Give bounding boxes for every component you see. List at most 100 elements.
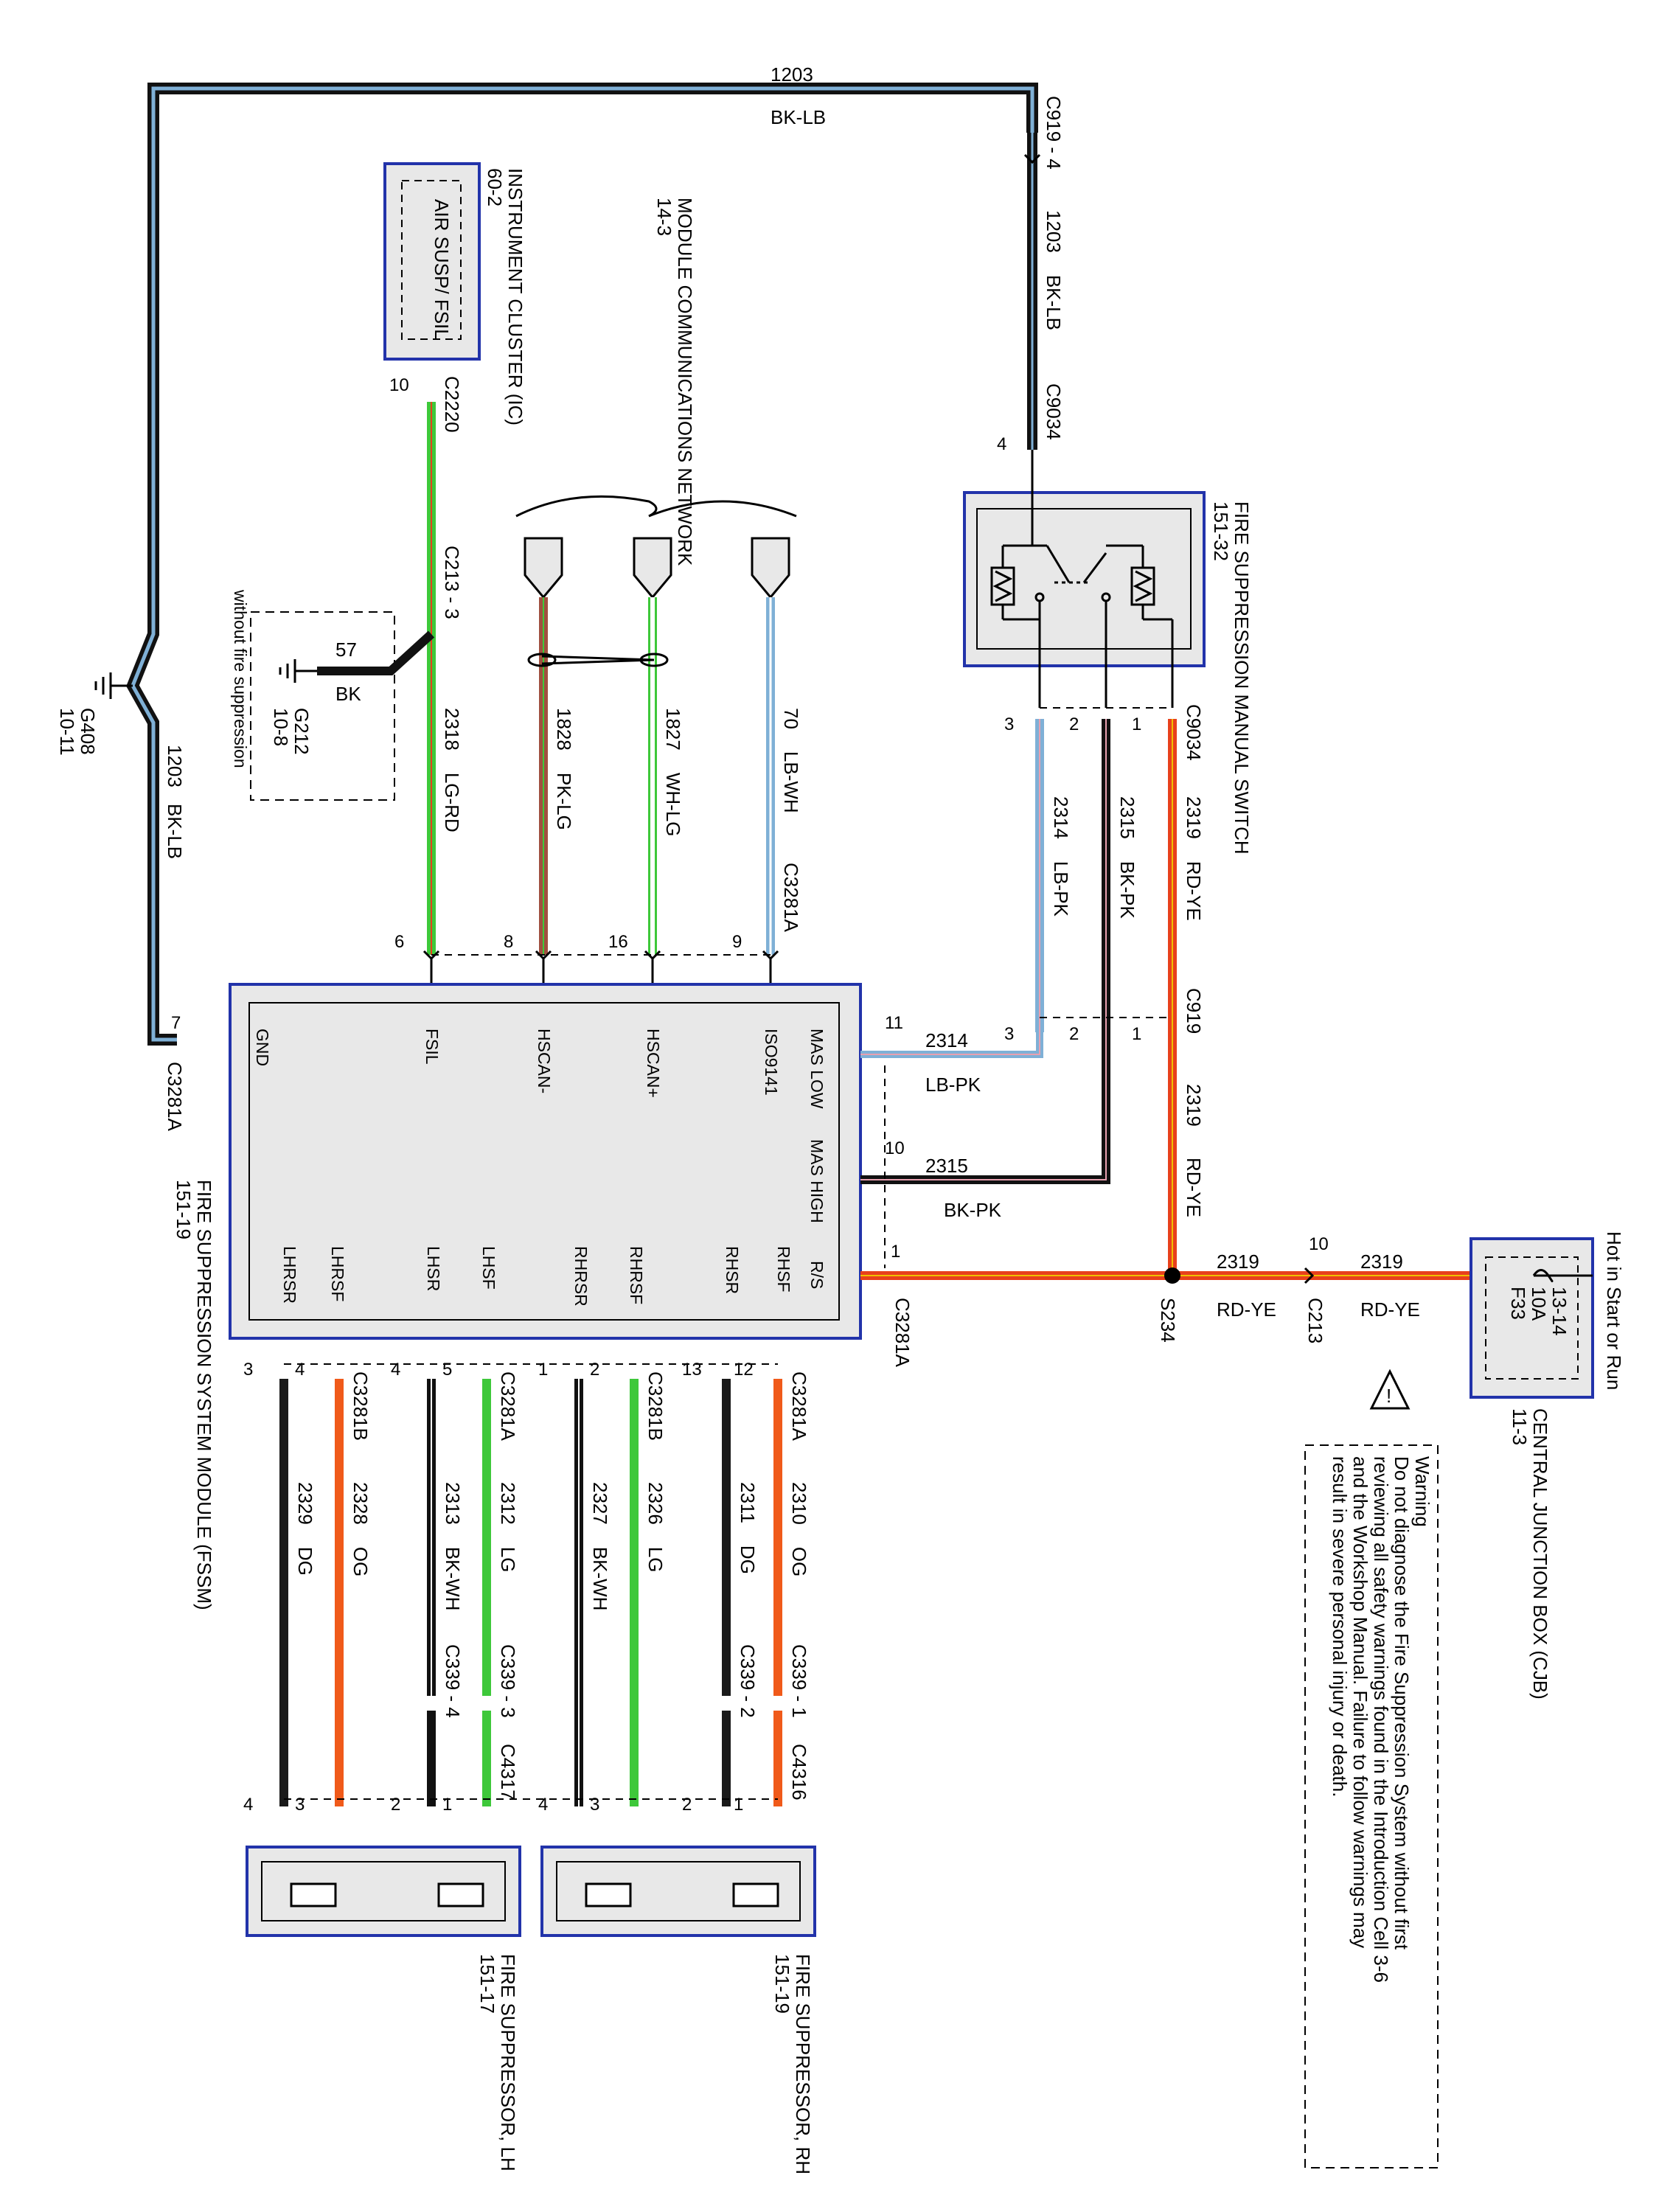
squib-rh-2-icon <box>732 1882 779 1907</box>
fssm-pin-lhsf: LHSF <box>479 1246 498 1290</box>
lower-wire-2312-label: 2312LG <box>497 1482 519 1573</box>
wire-1203-top <box>126 83 1038 1046</box>
lower-conn-c3281a-a: C3281A <box>497 1371 519 1441</box>
c9034-top-label: C9034 <box>1043 383 1065 440</box>
suppressor-rh-ref: 151-19 <box>771 1954 793 2014</box>
pin-9: 9 <box>732 932 742 952</box>
mas-high-pin: 10 <box>885 1138 905 1158</box>
lower-pin-5: 5 <box>442 1360 452 1380</box>
cjb-box <box>1470 1237 1594 1399</box>
c213-3-label: C213 - 3 <box>441 546 463 619</box>
mas-low-color: LB-PK <box>925 1074 981 1096</box>
lower-conn-c3281b-b: C3281B <box>644 1371 667 1441</box>
ground-symbol-g408 <box>94 672 133 699</box>
rh-pin-4: 4 <box>538 1795 548 1815</box>
s234-color: RD-YE <box>1217 1298 1276 1321</box>
pin-8: 8 <box>504 932 513 952</box>
fssm-pin-rs: R/S <box>807 1261 827 1289</box>
twisted-pair-mark <box>527 653 669 667</box>
suppressor-rh-inner <box>556 1861 801 1921</box>
fssm-pin-rhsr: RHSR <box>723 1246 742 1294</box>
c213-color: RD-YE <box>1360 1298 1420 1321</box>
manual-switch-inner <box>976 508 1192 650</box>
module-comm-ref: 14-3 <box>653 198 675 236</box>
network-connectors <box>524 537 790 599</box>
fssm-title: FIRE SUPPRESSION SYSTEM MODULE (FSSM) <box>193 1180 215 1610</box>
g212-dashed-box <box>250 611 395 801</box>
fssm-pin-hscan-minus: HSCAN- <box>535 1029 554 1093</box>
cjb-hot: Hot in Start or Run <box>1603 1231 1625 1390</box>
fuse-amp: 10A <box>1528 1287 1550 1321</box>
fssm-module-box <box>229 983 862 1340</box>
c2220-label: C2220 <box>441 376 463 433</box>
fssm-pin-mas-low: MAS LOW <box>807 1029 827 1109</box>
lower-pin-12: 12 <box>734 1360 754 1380</box>
wire-2318-label: 2318LG-RD <box>441 708 463 832</box>
wire-2319-rs <box>860 1032 1471 1280</box>
wire-2315-label: 2315BK-PK <box>1116 796 1138 919</box>
ic-title: INSTRUMENT CLUSTER (IC) <box>504 168 526 425</box>
network-brace <box>515 495 797 518</box>
squib-lh-1-icon <box>290 1882 337 1907</box>
fssm-ref: 151-19 <box>173 1180 195 1239</box>
lower-pin-3a: 3 <box>243 1360 253 1380</box>
mas-low-pin: 11 <box>885 1013 903 1033</box>
lh-pin-2: 2 <box>391 1795 400 1815</box>
lower-pin-2: 2 <box>590 1360 599 1380</box>
suppressor-lh-inner <box>261 1861 506 1921</box>
c9034-pin-1: 1 <box>1132 714 1141 734</box>
lower-wire-2311-label: 2311DG <box>737 1482 759 1574</box>
fssm-pin-rhsf: RHSF <box>774 1246 793 1293</box>
fssm-pin-lhsr: LHSR <box>424 1246 443 1291</box>
lower-wire-2310-label: 2310OG <box>788 1482 810 1576</box>
mas-high-color: BK-PK <box>944 1199 1002 1221</box>
wire-2315-mas-high <box>860 1032 1110 1184</box>
warning-box <box>1304 1444 1439 2168</box>
fssm-pin-lhrsf: LHRSF <box>328 1246 347 1301</box>
lower-pin-4: 4 <box>295 1360 305 1380</box>
manual-switch-box <box>963 491 1206 667</box>
s234-label: S234 <box>1157 1298 1179 1343</box>
warning-exclaim: ! <box>1386 1385 1391 1407</box>
c2220-pin: 10 <box>389 375 409 395</box>
fuse-ref: 13-14 <box>1548 1287 1571 1336</box>
c919-4-label: C919 - 4 <box>1043 96 1065 170</box>
lower-conn-c3281a-b: C3281A <box>788 1371 810 1441</box>
warning-title: Warning <box>1411 1456 1433 1527</box>
lh-pin-1: 1 <box>442 1795 452 1815</box>
c339-lh-b: C339 - 3 <box>497 1644 519 1718</box>
wire-57-bk <box>317 630 435 675</box>
fssm-pin-gnd: GND <box>253 1029 272 1066</box>
lower-pin-13: 13 <box>682 1360 702 1380</box>
g408-ref: 10-11 <box>56 708 78 756</box>
splice-s234 <box>1164 1267 1180 1284</box>
warning-line-3: and the Workshop Manual. Failure to foll… <box>1349 1456 1371 1948</box>
c919-pin-2: 2 <box>1069 1024 1079 1044</box>
c919-right-wire-color: RD-YE <box>1183 1158 1205 1217</box>
module-comm-title: MODULE COMMUNICATIONS NETWORK <box>674 198 696 566</box>
wire-1828-label: 1828PK-LG <box>553 708 575 830</box>
lower-continuation <box>427 1711 782 1806</box>
pin-16: 16 <box>608 932 628 952</box>
suppressor-rh-title: FIRE SUPPRESSOR, RH <box>792 1954 814 2174</box>
c339-rh-c: C4316 <box>788 1744 810 1801</box>
g212-name: G212 <box>291 708 313 755</box>
instrument-cluster-box <box>383 162 481 361</box>
g212-circuit: 57 <box>335 639 357 661</box>
c339-rh-b: C339 - 1 <box>788 1644 810 1718</box>
wire-1203-color: BK-LB <box>771 106 826 128</box>
lower-wire-2328-label: 2328OG <box>349 1482 372 1576</box>
warning-line-4: result in severe personal injury or deat… <box>1329 1456 1351 1797</box>
lower-wire-2327-label: 2327BK-WH <box>589 1482 611 1611</box>
c919-pin-3: 3 <box>1004 1024 1014 1044</box>
lower-wire-2313-label: 2313BK-WH <box>442 1482 464 1611</box>
fssm-pin-rhrsr: RHRSR <box>571 1246 591 1307</box>
fssm-pin-mas-high: MAS HIGH <box>807 1139 827 1223</box>
ic-inner-label: AIR SUSP/ FSIL <box>431 199 453 340</box>
c9034-top-pin: 4 <box>997 434 1006 454</box>
c919-4-arrow <box>1023 153 1041 164</box>
wire-2314-mas-low <box>860 1032 1043 1058</box>
wire-70-label: 70LB-WH <box>780 708 802 813</box>
c339-lh-a: C339 - 4 <box>442 1644 464 1718</box>
lh-pin-4: 4 <box>243 1795 253 1815</box>
